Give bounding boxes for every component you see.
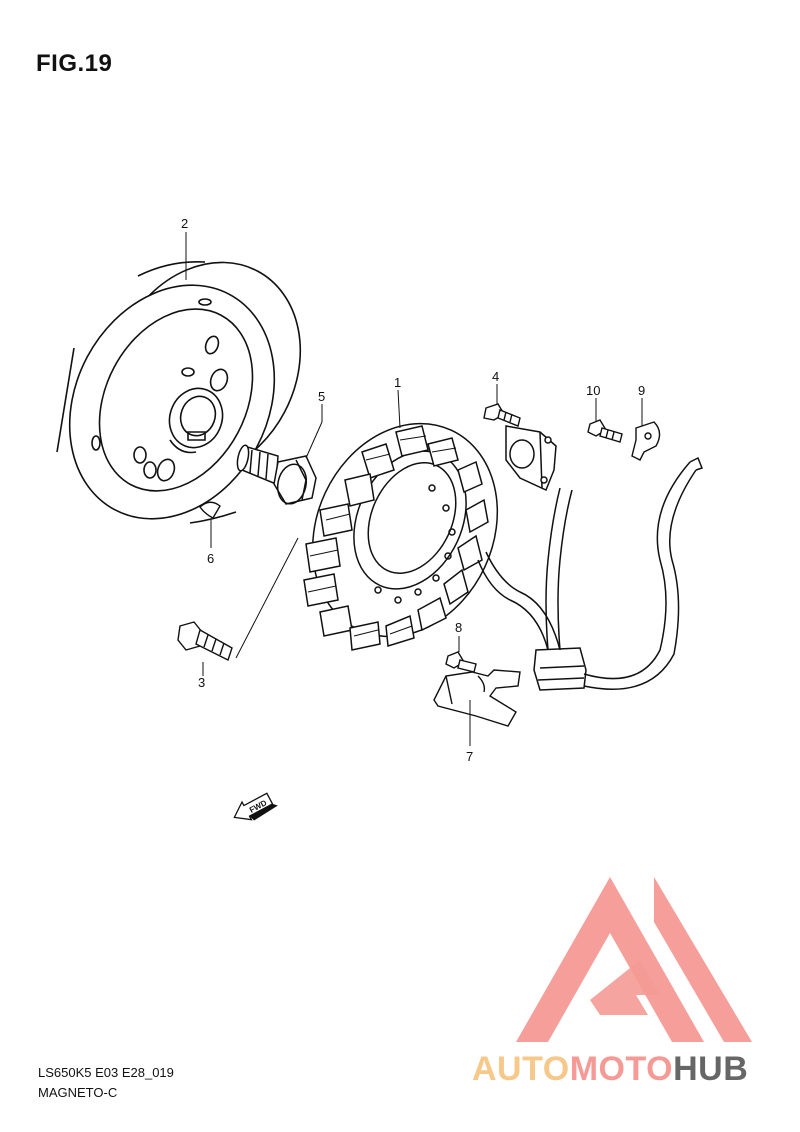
callout-leaders: [185, 232, 643, 746]
watermark-logo: [516, 877, 752, 1042]
stator-bolt: [177, 621, 233, 661]
watermark-part-auto: AUTO: [472, 1050, 570, 1088]
callout-7: 7: [466, 749, 473, 764]
callout-3: 3: [198, 675, 205, 690]
forward-arrow: FWD: [233, 792, 278, 821]
callout-labels: 2 1 5 4 10 9 6 3 8 7: [181, 216, 645, 764]
pickup-coil: [505, 425, 557, 492]
callout-6: 6: [207, 551, 214, 566]
watermark-part-hub: HUB: [673, 1050, 749, 1088]
wire-clamp: [631, 421, 661, 461]
callout-1: 1: [394, 375, 401, 390]
callout-4: 4: [492, 369, 499, 384]
callout-8: 8: [455, 620, 462, 635]
figure-title: FIG.19: [36, 50, 113, 77]
rotor-flywheel: [56, 260, 302, 524]
guide-bolt: [445, 651, 477, 673]
rotor-bolt: [236, 444, 317, 505]
stator-lead-wire: [477, 456, 703, 691]
watermark-brand: AUTOMOTOHUB: [472, 1050, 748, 1089]
clamp-bolt: [587, 419, 623, 443]
callout-2: 2: [181, 216, 188, 231]
wire-guide-plate: [433, 669, 521, 727]
pickup-bolt: [483, 403, 521, 427]
stator-coil: [303, 422, 499, 651]
watermark-part-moto: MOTO: [569, 1050, 674, 1088]
callout-9: 9: [638, 383, 645, 398]
callout-5: 5: [318, 389, 325, 404]
callout-10: 10: [586, 383, 600, 398]
woodruff-key: [199, 501, 221, 519]
figure-code: LS650K5 E03 E28_019: [38, 1065, 174, 1080]
figure-name: MAGNETO-C: [38, 1085, 118, 1100]
